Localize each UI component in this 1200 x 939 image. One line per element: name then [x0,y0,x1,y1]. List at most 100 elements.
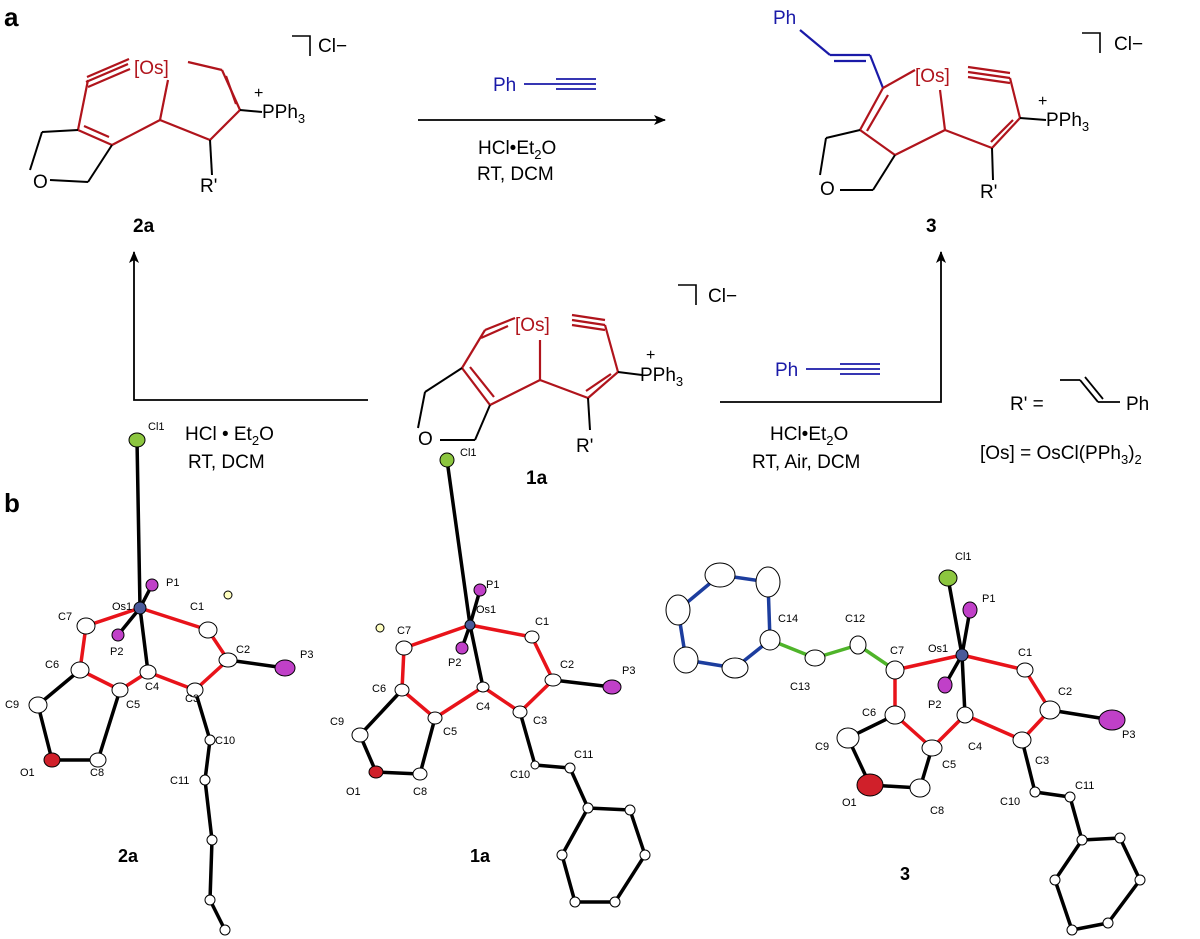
atom-label: C9 [5,699,19,711]
phenylacetylene-ph: Ph [775,360,798,381]
atom-label: P2 [448,657,461,669]
atom-label: C6 [862,707,876,719]
atom-label: C7 [397,625,411,637]
atom-label: Cl1 [460,447,477,459]
crystal-structure-2a: Cl1 P1 Os1 C1 C7 C2 P3 P2 C6 C4 C3 C9 C5… [5,421,313,936]
os-fragment-label: [Os] [134,58,169,79]
atom-label: C3 [1035,755,1049,767]
panel-b-label: b [4,488,20,518]
atom-label: C3 [185,693,199,705]
pph3-label: PPh3 [640,365,683,389]
plus-charge: + [646,347,655,364]
atom-label: C2 [560,659,574,671]
pph3-label: PPh3 [262,102,305,126]
atom-label: C11 [170,775,189,787]
atom-label: C12 [845,613,865,625]
conditions-left-1: HCl • Et2O [185,424,274,448]
atom-label: C7 [58,611,72,623]
structure-label-2a: 2a [118,846,139,866]
r-prime-label: R' [576,436,593,457]
oxygen-label: O [820,179,835,200]
atom-label: C2 [1058,686,1072,698]
atom-label: C5 [443,726,457,738]
chloride-counterion: Cl− [318,36,347,57]
os-fragment-label: [Os] [515,315,550,336]
conditions-left-2: RT, DCM [188,452,265,473]
r-prime-label: R' [980,182,997,203]
atom-label: C8 [413,786,427,798]
panel-a-label: a [4,2,19,32]
atom-label: C4 [968,741,982,753]
atom-label: C3 [533,715,547,727]
conditions-right-1: HCl•Et2O [770,424,848,448]
r-prime-label: R' [200,176,217,197]
compound-label-3: 3 [926,216,937,237]
atom-label: C4 [145,681,159,693]
atom-label: C10 [510,769,530,781]
legend: R' = Ph [Os] = OsCl(PPh3)2 [980,376,1149,467]
atom-label: C9 [815,741,829,753]
atom-label: C1 [190,601,204,613]
atom-label: O1 [842,797,857,809]
atom-label: Os1 [476,604,496,616]
atom-label: C9 [330,716,344,728]
atom-label: C1 [1018,647,1032,659]
atom-label: C1 [535,616,549,628]
atom-label: C10 [215,735,235,747]
os-definition: [Os] = OsCl(PPh3)2 [980,443,1142,467]
atom-label: C5 [126,699,140,711]
atom-label: C8 [90,767,104,779]
atom-label: C7 [890,645,904,657]
atom-label: C5 [942,759,956,771]
structure-label-3: 3 [900,864,910,884]
compound-2a: [Os] O R' + PPh3 Cl− 2a [29,35,347,237]
atom-label: O1 [346,786,361,798]
compound-1a: [Os] O R' + PPh3 Cl− 1a [417,284,737,489]
atom-label: C6 [372,683,386,695]
compound-label-2a: 2a [133,216,155,237]
phenylacetylene-ph: Ph [493,75,516,96]
atom-label: Os1 [112,601,132,613]
arrow-right: Ph HCl•Et2O RT, Air, DCM [720,251,946,473]
plus-charge: + [1038,93,1047,110]
os-fragment-label: [Os] [915,66,950,87]
atom-label: C10 [1000,796,1020,808]
atom-label: C2 [236,644,250,656]
atom-label: C6 [45,659,59,671]
atom-label: Os1 [928,643,948,655]
atom-label: P3 [1122,729,1135,741]
atom-label: C13 [790,681,810,693]
atom-label: C8 [930,805,944,817]
atom-label: C14 [778,613,798,625]
compound-3: Ph [O [773,8,1143,237]
atom-label: P3 [300,649,313,661]
atom-label: C4 [476,701,490,713]
r-ph: Ph [1126,394,1149,415]
arrow-left: HCl • Et2O RT, DCM [129,251,368,473]
atom-label: O1 [20,767,35,779]
oxygen-label: O [418,429,433,450]
plus-charge: + [254,85,263,102]
atom-label: P1 [982,593,995,605]
atom-label: Cl1 [955,551,972,563]
conditions-top-2: RT, DCM [477,164,554,185]
atom-label: P3 [622,665,635,677]
structure-label-1a: 1a [470,846,491,866]
atom-label: P1 [166,577,179,589]
chloride-counterion: Cl− [1114,34,1143,55]
pph3-label: PPh3 [1046,110,1089,134]
crystal-structure-1a: Cl1 P1 Os1 C7 C1 C6 C2 P3 P2 C9 C5 C4 C3… [330,447,651,908]
compound-label-1a: 1a [526,468,548,489]
r-definition: R' = [1010,394,1044,415]
conditions-right-2: RT, Air, DCM [752,452,860,473]
atom-label: P1 [486,579,499,591]
oxygen-label: O [33,172,48,193]
atom-label: Cl1 [148,421,165,433]
arrow-top: Ph HCl•Et2O RT, DCM [418,75,666,185]
styryl-ph: Ph [773,8,796,29]
atom-label: C11 [1075,780,1094,792]
conditions-top-1: HCl•Et2O [478,138,556,162]
atom-label: C11 [574,749,593,761]
crystal-structure-3: Cl1 C14 C12 P1 C7 Os1 C1 C13 C2 C6 P2 P3… [665,551,1146,936]
